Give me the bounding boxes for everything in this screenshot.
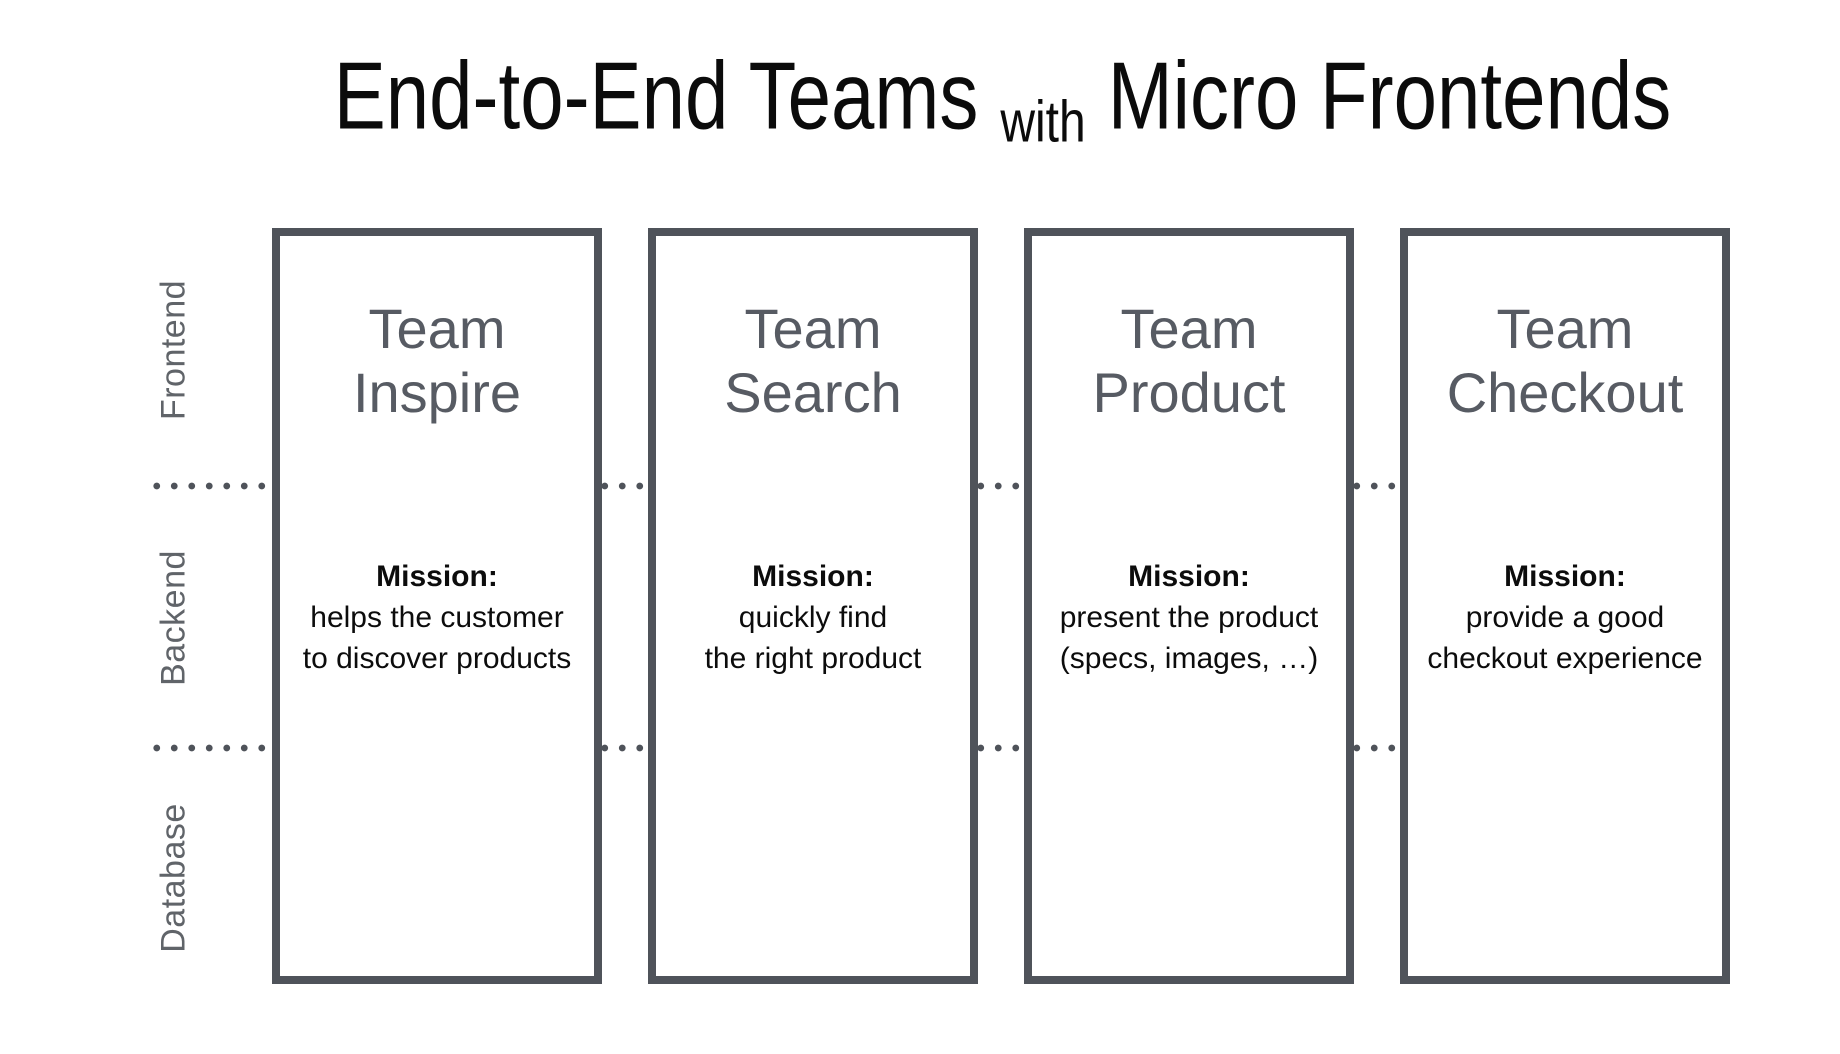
team-inspire-mission-label: Mission:: [376, 559, 498, 593]
row-label-backend: Backend: [154, 550, 193, 686]
team-product-mission: Mission: present the product (specs, ima…: [1060, 556, 1319, 679]
team-search-mission-body: quickly find the right product: [704, 600, 922, 675]
team-box-inspire: Team Inspire Mission: helps the customer…: [272, 228, 602, 984]
team-search-frontend-band: Team Search: [656, 236, 970, 486]
team-checkout-name: Team Checkout: [1446, 297, 1684, 424]
team-inspire-backend-band: Mission: helps the customer to discover …: [280, 486, 594, 748]
team-search-database-band: [656, 748, 970, 976]
team-inspire-mission-body: helps the customer to discover products: [302, 600, 572, 675]
divider-frontend-backend-left-dots: [148, 482, 267, 490]
team-inspire-name: Team Inspire: [352, 297, 522, 424]
team-checkout-frontend-band: Team Checkout: [1408, 236, 1722, 486]
divider-frontend-backend-gap1-dots: [596, 482, 646, 490]
diagram-title: End-to-End Teams with Micro Frontends: [165, 22, 1840, 168]
team-product-mission-body: present the product (specs, images, …): [1059, 600, 1319, 675]
team-inspire-frontend-band: Team Inspire: [280, 236, 594, 486]
team-search-name: Team Search: [724, 297, 902, 424]
divider-frontend-backend-gap2-dots: [972, 482, 1022, 490]
team-product-frontend-band: Team Product: [1032, 236, 1346, 486]
divider-backend-database-gap2-dots: [972, 744, 1022, 752]
divider-backend-database-gap1-dots: [596, 744, 646, 752]
title-main-left: End-to-End Teams: [333, 41, 979, 149]
row-label-frontend: Frontend: [154, 279, 193, 421]
team-product-name: Team Product: [1092, 297, 1286, 424]
title-connector: with: [1000, 90, 1086, 156]
team-checkout-database-band: [1408, 748, 1722, 976]
team-box-product: Team Product Mission: present the produc…: [1024, 228, 1354, 984]
team-product-backend-band: Mission: present the product (specs, ima…: [1032, 486, 1346, 748]
title-main-right: Micro Frontends: [1107, 41, 1672, 149]
team-checkout-mission: Mission: provide a good checkout experie…: [1427, 556, 1702, 679]
divider-backend-database-left-dots: [148, 744, 267, 752]
row-label-database: Database: [154, 803, 193, 953]
team-search-mission: Mission: quickly find the right product: [705, 556, 922, 679]
divider-frontend-backend-gap3-dots: [1348, 482, 1398, 490]
team-product-mission-label: Mission:: [1128, 559, 1250, 593]
team-box-checkout: Team Checkout Mission: provide a good ch…: [1400, 228, 1730, 984]
team-checkout-mission-body: provide a good checkout experience: [1427, 600, 1703, 675]
team-checkout-backend-band: Mission: provide a good checkout experie…: [1408, 486, 1722, 748]
team-product-database-band: [1032, 748, 1346, 976]
divider-backend-database-gap3-dots: [1348, 744, 1398, 752]
team-box-search: Team Search Mission: quickly find the ri…: [648, 228, 978, 984]
team-checkout-mission-label: Mission:: [1504, 559, 1626, 593]
team-inspire-mission: Mission: helps the customer to discover …: [303, 556, 571, 679]
team-search-backend-band: Mission: quickly find the right product: [656, 486, 970, 748]
team-inspire-database-band: [280, 748, 594, 976]
team-search-mission-label: Mission:: [752, 559, 874, 593]
